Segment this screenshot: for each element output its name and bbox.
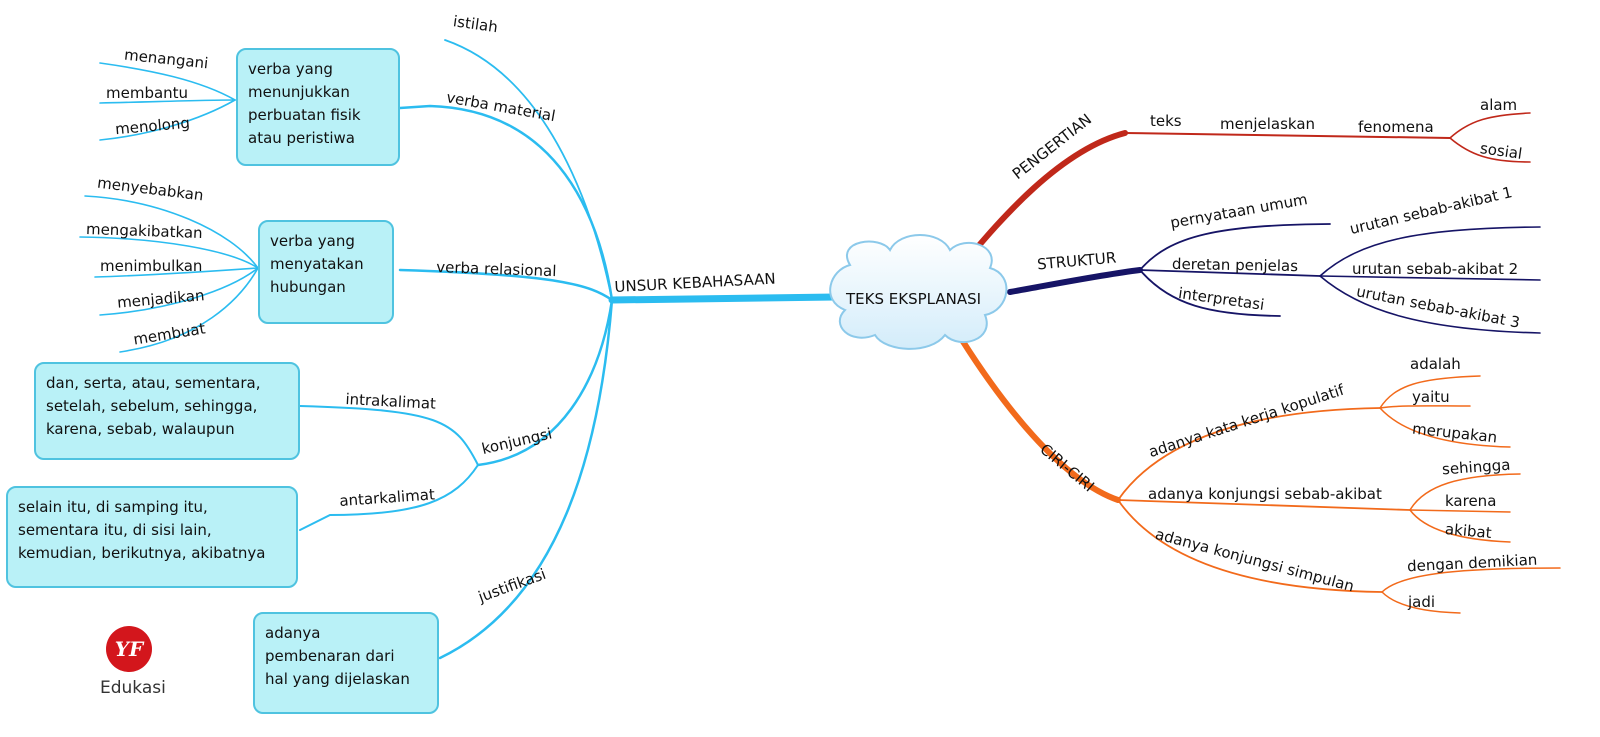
pengertian-menjelaskan: menjelaskan: [1220, 115, 1316, 133]
pengertian-alam: alam: [1480, 96, 1518, 114]
edge-sebab-akibat: [1117, 499, 1411, 511]
edge-mengakibatkan: [79, 236, 259, 269]
box-line: menunjukkan: [248, 83, 350, 101]
box-line: sementara itu, di sisi lain,: [18, 521, 212, 539]
box-line: hubungan: [270, 278, 346, 296]
yf-edukasi-logo: YF Edukasi: [100, 626, 166, 698]
edge-sosial: [1449, 137, 1531, 163]
edge-menimbulkan: [94, 267, 259, 278]
edge-sehingga: [1409, 473, 1521, 511]
box-line: karena, sebab, walaupun: [46, 420, 235, 438]
edge-simpulan: [1117, 499, 1383, 593]
box-line: kemudian, berikutnya, akibatnya: [18, 544, 266, 562]
branch-verba-material: [398, 104, 614, 302]
justifikasi-box: adanya pembenaran dari hal yang dijelask…: [253, 612, 439, 714]
yf-logo-mark: YF: [106, 626, 152, 672]
logo-text: Edukasi: [100, 678, 166, 698]
box-line: pembenaran dari: [265, 647, 395, 665]
edge-deretan-penjelas: [1139, 269, 1321, 277]
verba-relasional-box: verba yang menyatakan hubungan: [258, 220, 394, 324]
ciri-jadi: jadi: [1408, 593, 1436, 611]
box-line: setelah, sebelum, sehingga,: [46, 397, 258, 415]
edge-urutan-3: [1319, 275, 1541, 334]
branch-konjungsi: [476, 298, 614, 467]
branch-antarkalimat: [299, 464, 479, 531]
ciri-karena: karena: [1445, 492, 1497, 510]
branch-verba-relasional: [398, 268, 614, 302]
edge-membantu: [99, 99, 236, 104]
box-line: perbuatan fisik: [248, 106, 361, 124]
edge-kopulatif: [1117, 407, 1381, 501]
center-cloud: [829, 234, 1008, 350]
box-line: adanya: [265, 624, 321, 642]
edge-menyebabkan: [84, 195, 259, 269]
ciri-yaitu: yaitu: [1412, 388, 1450, 406]
ciri-branches: [959, 337, 1561, 614]
edge-adalah: [1379, 375, 1481, 409]
ciri-adalah: adalah: [1410, 355, 1461, 373]
edge-alam: [1449, 112, 1531, 139]
branch-intrakalimat: [299, 405, 479, 466]
edge-membuat: [119, 267, 259, 353]
center-title: TEKS EKSPLANASI: [846, 290, 982, 308]
box-line: selain itu, di samping itu,: [18, 498, 208, 516]
edge-interpretasi: [1139, 269, 1281, 317]
pengertian-teks: teks: [1150, 112, 1182, 130]
example-menimbulkan: menimbulkan: [100, 257, 203, 275]
box-line: dan, serta, atau, sementara,: [46, 374, 261, 392]
pengertian-fenomena: fenomena: [1358, 118, 1434, 136]
edge-dengan-demikian: [1381, 567, 1561, 593]
edge-urutan-2: [1319, 275, 1541, 281]
edge-akibat: [1409, 509, 1511, 543]
edge-urutan-1: [1319, 226, 1541, 277]
box-line: menyatakan: [270, 255, 364, 273]
example-membantu: membantu: [106, 84, 189, 102]
struktur-deretan-penjelas: deretan penjelas: [1171, 254, 1299, 276]
box-line: hal yang dijelaskan: [265, 670, 410, 688]
ciri-sebab-akibat: adanya konjungsi sebab-akibat: [1148, 485, 1382, 503]
struktur-branches: [1007, 223, 1541, 334]
edge-pernyataan-umum: [1139, 223, 1331, 271]
edge-menolong: [99, 99, 236, 141]
main-branch-struktur: [1007, 267, 1143, 295]
left-branches: [79, 39, 839, 660]
box-line: verba yang: [248, 60, 333, 78]
edge-yaitu: [1379, 405, 1471, 409]
branch-justifikasi: [438, 298, 614, 660]
edge-menangani: [99, 62, 236, 101]
box-line: atau peristiwa: [248, 129, 355, 147]
edge-merupakan: [1379, 407, 1511, 448]
edge-menjadikan: [99, 267, 259, 316]
main-branch-ciri: [959, 337, 1121, 503]
edge-karena: [1409, 509, 1511, 513]
edge-jadi: [1381, 591, 1461, 614]
verba-material-box: verba yang menunjukkan perbuatan fisik a…: [236, 48, 400, 166]
edge-teks-fenomena: [1124, 132, 1451, 139]
main-branch-unsur: [608, 293, 839, 304]
antarkalimat-box: selain itu, di samping itu, sementara it…: [6, 486, 298, 588]
struktur-urutan-2: urutan sebab-akibat 2: [1352, 260, 1519, 278]
intrakalimat-box: dan, serta, atau, sementara, setelah, se…: [34, 362, 300, 460]
box-line: verba yang: [270, 232, 355, 250]
